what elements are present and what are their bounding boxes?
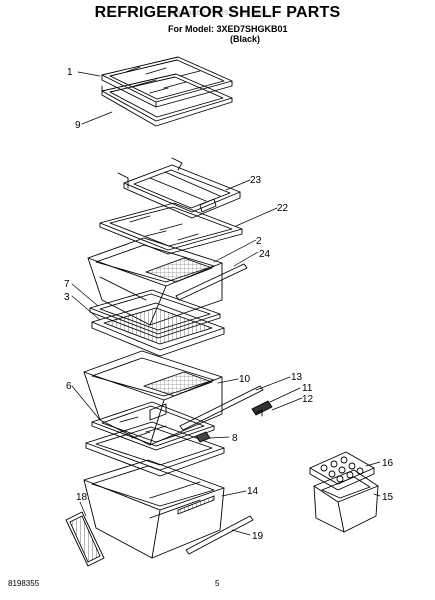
- callout-6: 6: [66, 381, 72, 392]
- callout-12: 12: [302, 394, 314, 405]
- callout-19: 19: [252, 531, 264, 542]
- part-10-crisper-pan: [83, 350, 223, 446]
- leader-lines: [71, 71, 381, 536]
- callout-14: 14: [247, 486, 259, 497]
- part-18-label: [65, 511, 105, 567]
- part-23-slide-frame: [117, 157, 241, 219]
- callout-22: 22: [277, 203, 289, 214]
- document-number: 8198355: [8, 579, 40, 588]
- callout-9: 9: [75, 120, 81, 131]
- callout-3: 3: [64, 292, 70, 303]
- part-11-12-clip: [251, 400, 273, 417]
- part-3-cover-frame: [91, 302, 225, 357]
- callout-24: 24: [259, 249, 271, 260]
- watermark-text: Appliance Parts Pros.com: [167, 8, 268, 17]
- part-8-frame: [85, 421, 225, 477]
- model-subtitle: For Model: 3XED7SHGKB01 (Black): [168, 24, 288, 44]
- callout-13: 13: [291, 372, 303, 383]
- part-6-glass: [91, 401, 215, 451]
- callout-18: 18: [76, 492, 88, 503]
- color-line: (Black): [230, 34, 261, 44]
- page-title: REFRIGERATOR SHELF PARTS: [94, 4, 341, 21]
- page-number: 5: [215, 579, 220, 588]
- part-24-rail: [175, 263, 248, 301]
- part-16-egg-tray: [309, 451, 375, 491]
- callout-10: 10: [239, 374, 251, 385]
- part-14-drawer: [83, 459, 225, 559]
- callout-23: 23: [250, 175, 262, 186]
- part-1-glass-shelf: [101, 56, 233, 108]
- callout-2: 2: [256, 236, 262, 247]
- callout-7: 7: [64, 279, 70, 290]
- part-15-bin: [313, 469, 379, 533]
- part-2-crisper-pan: [87, 237, 223, 326]
- callout-15: 15: [382, 492, 394, 503]
- part-22-glass-shelf: [99, 202, 243, 255]
- callout-16: 16: [382, 458, 394, 469]
- part-13-rail: [179, 385, 264, 431]
- callout-1: 1: [67, 67, 73, 78]
- model-line: For Model: 3XED7SHGKB01: [168, 24, 288, 34]
- part-19-rail: [185, 515, 254, 555]
- callout-11: 11: [302, 383, 313, 394]
- callout-8: 8: [232, 433, 238, 444]
- part-9-shelf-frame: [101, 73, 233, 127]
